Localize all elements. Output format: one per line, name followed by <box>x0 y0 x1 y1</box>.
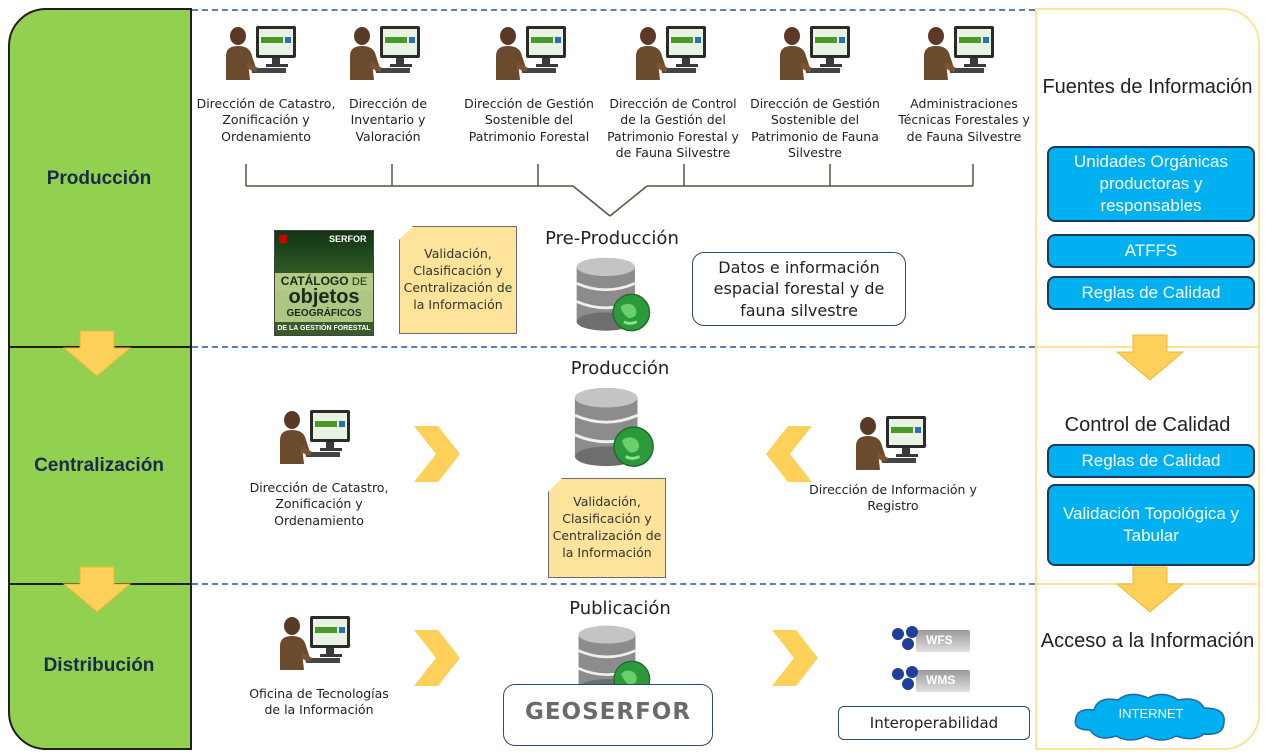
unit-caption: Dirección de Gestión Sostenible del Patr… <box>750 96 880 160</box>
hex-icon <box>906 666 918 678</box>
person-computer-icon <box>632 22 714 80</box>
stage-column <box>8 8 192 750</box>
catalog-title-main: CATÁLOGO <box>280 274 349 288</box>
person-computer-icon <box>920 22 1002 80</box>
stage-label-produccion: Producción <box>46 168 152 189</box>
unit-caption: Dirección de Control de la Gestión del P… <box>607 96 739 160</box>
flag-icon <box>279 235 287 243</box>
catalog-title-de: DE <box>351 276 368 288</box>
validation-note: Validación, Clasificación y Centralizaci… <box>548 478 666 578</box>
interoperability-box: Interoperabilidad <box>838 706 1030 740</box>
dashed-divider <box>192 9 1035 11</box>
hex-icon <box>902 678 914 690</box>
sources-item: ATFFS <box>1047 234 1255 268</box>
stage-label-centralizacion: Centralización <box>34 455 164 476</box>
down-arrow-icon <box>1115 334 1185 382</box>
person-computer-icon <box>776 22 858 80</box>
validation-note: Validación, Clasificación y Centralizaci… <box>399 226 517 334</box>
note-fold <box>548 478 562 492</box>
info-column <box>1035 8 1260 750</box>
unit-caption: Dirección de Gestión Sostenible del Patr… <box>464 96 594 144</box>
geoserfor-logo-box: GEOSERFOR <box>503 684 713 746</box>
interoperability-label: Interoperabilidad <box>869 714 999 732</box>
catalog-brand: SERFOR <box>329 234 367 244</box>
pre-production-title: Pre-Producción <box>545 228 679 249</box>
wfs-label: WFS <box>926 633 953 647</box>
wfs-badge: WFS <box>892 626 972 656</box>
internet-label: INTERNET <box>1118 706 1184 721</box>
validation-note-text: Validación, Clasificación y Centralizaci… <box>403 246 513 312</box>
person-computer-icon <box>276 406 358 464</box>
sources-item: Unidades Orgánicas productoras y respons… <box>1047 146 1255 222</box>
wms-bar <box>916 670 970 692</box>
quality-title: Control de Calidad <box>1064 414 1231 436</box>
chevron-right-icon <box>412 424 462 484</box>
catalog-cover: SERFOR CATÁLOGO DE objetos GEOGRÁFICOS D… <box>274 230 374 336</box>
stage-label-distribucion: Distribución <box>43 655 155 676</box>
dashed-divider <box>192 583 1035 585</box>
geoserfor-logo: GEOSERFOR <box>524 699 692 725</box>
validation-note-text: Validación, Clasificación y Centralizaci… <box>552 494 662 560</box>
person-computer-icon <box>276 612 358 670</box>
cloud-icon <box>1074 693 1225 741</box>
unit-caption: Dirección de Catastro, Zonificación y Or… <box>249 480 389 528</box>
quality-item: Validación Topológica y Tabular <box>1047 484 1255 566</box>
merge-bracket <box>245 164 974 217</box>
down-arrow-icon <box>62 566 132 614</box>
data-description-box: Datos e información espacial forestal y … <box>692 252 906 326</box>
wfs-bar <box>916 630 970 652</box>
sources-title: Fuentes de Información <box>1042 76 1253 98</box>
catalog-title-line4: DE LA GESTIÓN FORESTAL <box>275 322 373 335</box>
catalog-title-line1: CATÁLOGO DE <box>275 275 373 288</box>
quality-item: Reglas de Calidad <box>1047 444 1255 478</box>
hex-icon <box>902 638 914 650</box>
unit-caption: Administraciones Técnicas Forestales y d… <box>898 96 1030 144</box>
sources-item: Reglas de Calidad <box>1047 276 1255 310</box>
note-fold <box>399 226 413 240</box>
hex-icon <box>892 628 904 640</box>
chevron-right-icon <box>412 628 462 688</box>
person-computer-icon <box>492 22 574 80</box>
central-production-title: Producción <box>570 358 670 379</box>
wms-label: WMS <box>926 673 956 687</box>
wms-badge: WMS <box>892 666 972 696</box>
person-computer-icon <box>222 22 304 80</box>
catalog-title-line2: objetos <box>288 286 360 308</box>
hex-icon <box>906 626 918 638</box>
unit-caption: Dirección de Inventario y Valoración <box>348 96 428 144</box>
catalog-title-line3: GEOGRÁFICOS <box>286 308 362 319</box>
publication-title: Publicación <box>569 598 671 619</box>
down-arrow-icon <box>62 330 132 378</box>
chevron-right-icon <box>770 628 820 688</box>
internet-cloud: INTERNET <box>1068 690 1234 742</box>
database-globe-icon <box>570 386 660 474</box>
person-computer-icon <box>852 412 934 470</box>
dashed-divider <box>192 346 1035 348</box>
access-title: Acceso a la Información <box>1040 630 1255 652</box>
hex-icon <box>892 668 904 680</box>
unit-caption: Oficina de Tecnologías de la Información <box>249 686 389 718</box>
unit-caption: Dirección de Catastro, Zonificación y Or… <box>196 96 336 144</box>
person-computer-icon <box>346 22 428 80</box>
chevron-left-icon <box>764 424 814 484</box>
unit-caption: Dirección de Información y Registro <box>809 482 977 514</box>
database-globe-icon <box>572 256 656 338</box>
data-description: Datos e información espacial forestal y … <box>713 257 885 320</box>
down-arrow-icon <box>1115 566 1185 614</box>
